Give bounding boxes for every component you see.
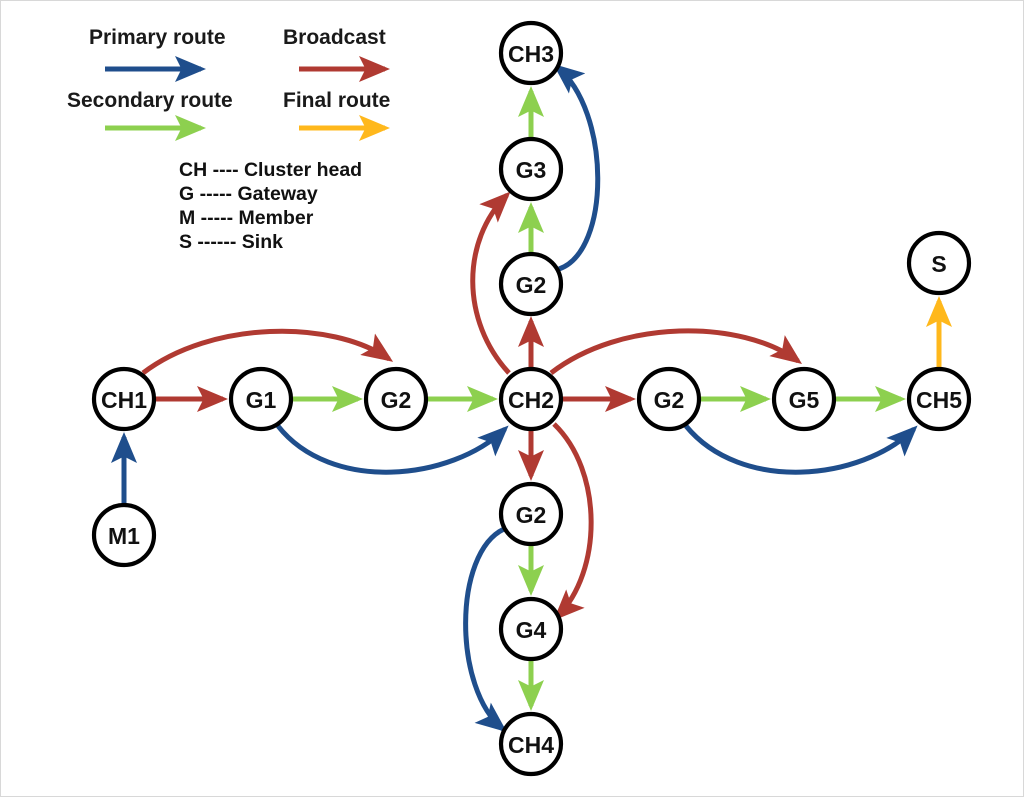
node-g5[interactable]: G5: [771, 366, 837, 432]
legend-label-broadcast: Broadcast: [283, 26, 386, 49]
node-m1[interactable]: M1: [91, 502, 157, 568]
key-ch: CH ---- Cluster head: [179, 159, 362, 181]
node-circle[interactable]: [906, 230, 972, 296]
node-ch3[interactable]: CH3: [498, 20, 564, 86]
legend-item-primary-route: Primary route: [89, 26, 226, 83]
node-ch2[interactable]: CH2: [498, 366, 564, 432]
legend-item-final-route: Final route: [283, 89, 390, 142]
node-circle[interactable]: [363, 366, 429, 432]
node-circle[interactable]: [91, 502, 157, 568]
key-m: M ----- Member: [179, 207, 314, 229]
edge-ch2-to-g3: [470, 191, 511, 375]
node-g2-bottom[interactable]: G2: [498, 481, 564, 547]
node-g2-left[interactable]: G2: [363, 366, 429, 432]
edge-layer: [111, 63, 953, 733]
node-g2-right[interactable]: G2: [636, 366, 702, 432]
edge-g2_right-to-ch5: [684, 424, 918, 475]
node-ch5[interactable]: CH5: [906, 366, 972, 432]
node-circle[interactable]: [91, 366, 157, 432]
legend-label-primary-route: Primary route: [89, 26, 226, 49]
node-s[interactable]: S: [906, 230, 972, 296]
node-circle[interactable]: [906, 366, 972, 432]
legend-item-secondary-route: Secondary route: [67, 89, 233, 142]
node-ch1[interactable]: CH1: [91, 366, 157, 432]
node-circle[interactable]: [498, 366, 564, 432]
node-circle[interactable]: [228, 366, 294, 432]
legend-label-secondary-route: Secondary route: [67, 89, 233, 112]
node-g1[interactable]: G1: [228, 366, 294, 432]
edge-g2_top-to-ch3: [553, 63, 601, 272]
key-g: G ----- Gateway: [179, 183, 318, 205]
node-ch4[interactable]: CH4: [498, 711, 564, 777]
legend-label-final-route: Final route: [283, 89, 390, 112]
node-circle[interactable]: [636, 366, 702, 432]
edge-ch1-to-g2_left: [141, 328, 394, 375]
node-circle[interactable]: [498, 251, 564, 317]
node-circle[interactable]: [498, 711, 564, 777]
legend-item-broadcast: Broadcast: [283, 26, 391, 83]
node-circle[interactable]: [498, 596, 564, 662]
node-circle[interactable]: [498, 136, 564, 202]
key-s: S ------ Sink: [179, 231, 283, 253]
edge-g1-to-ch2: [276, 424, 509, 475]
node-circle[interactable]: [498, 481, 564, 547]
node-circle[interactable]: [498, 20, 564, 86]
node-circle[interactable]: [771, 366, 837, 432]
edge-g2_bottom-to-ch4: [463, 526, 507, 733]
node-g3[interactable]: G3: [498, 136, 564, 202]
edge-ch2-to-g4: [552, 422, 594, 621]
edge-ch2-to-g5: [549, 328, 803, 375]
node-g4[interactable]: G4: [498, 596, 564, 662]
node-g2-top[interactable]: G2: [498, 251, 564, 317]
